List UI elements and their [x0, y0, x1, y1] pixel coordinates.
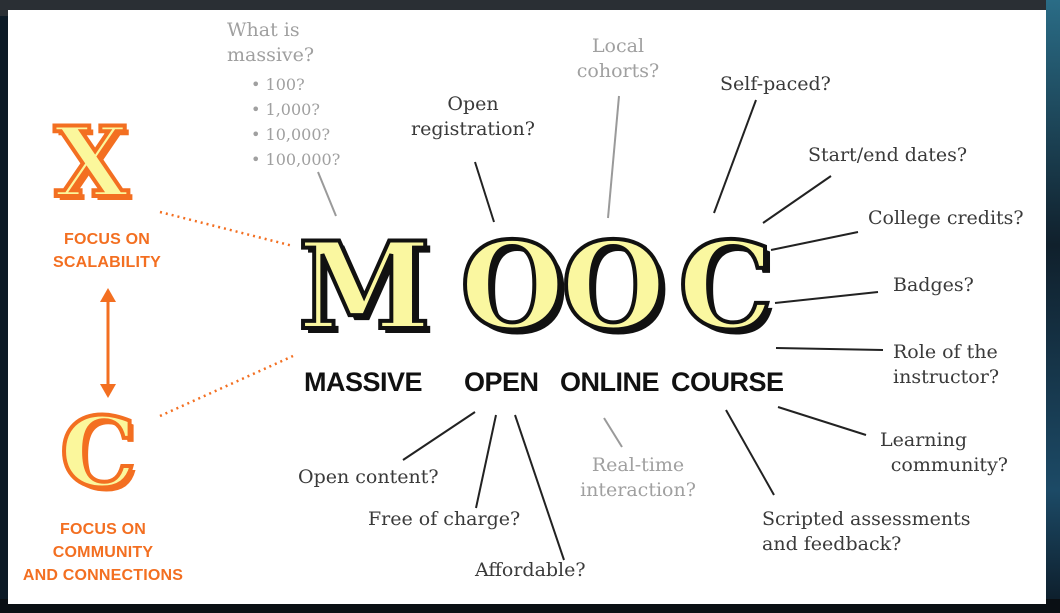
- c-caption: FOCUS ON COMMUNITY AND CONNECTIONS: [18, 518, 188, 587]
- bullet-text: 100,000?: [265, 150, 341, 169]
- open-registration-line-1: Open: [447, 93, 499, 115]
- c-caption-line-3: AND CONNECTIONS: [22, 567, 184, 584]
- massive-question-line-2: massive?: [227, 44, 315, 66]
- open-content-line: [402, 411, 476, 461]
- label-affordable: Affordable?: [475, 559, 586, 581]
- college-credits-line: [770, 231, 859, 251]
- massive-question-line-1: What is: [227, 19, 300, 41]
- bullet-text: 1,000?: [265, 100, 320, 119]
- mooc-letter-m: M: [296, 216, 433, 357]
- label-free-of-charge: Free of charge?: [368, 508, 521, 530]
- bullet-text: 10,000?: [265, 125, 331, 144]
- badges-line: [774, 291, 879, 304]
- scripted-line-2: and feedback?: [762, 533, 902, 555]
- bullet-glyph: •: [251, 75, 261, 94]
- connector-lines: [100, 95, 884, 561]
- start-end-line: [762, 175, 832, 224]
- massive-bullet-list: • 100? • 1,000? • 10,000? • 100,000?: [251, 72, 340, 172]
- label-badges: Badges?: [893, 274, 974, 296]
- label-learning-community: Learning community?: [828, 428, 1008, 478]
- background-right-edge: [1046, 0, 1060, 613]
- real-time-line-2: interaction?: [580, 479, 696, 501]
- x-letter: X: [52, 106, 131, 220]
- label-scripted-assessments: Scripted assessments and feedback?: [762, 507, 971, 557]
- bullet-glyph: •: [251, 150, 261, 169]
- x-caption: FOCUS ON SCALABILITY: [42, 228, 172, 274]
- real-time-line: [603, 417, 623, 448]
- open-registration-line-2: registration?: [411, 118, 535, 140]
- c-letter: C: [58, 396, 138, 510]
- self-paced-line: [713, 99, 757, 214]
- scripted-line-1: Scripted assessments: [762, 508, 971, 530]
- massive-bullet-item: • 100?: [251, 72, 340, 97]
- massive-bullet-item: • 1,000?: [251, 97, 340, 122]
- word-massive: MASSIVE: [304, 367, 423, 397]
- mooc-diagram-slide: X FOCUS ON SCALABILITY C FOCUS ON COMMUN…: [8, 10, 1046, 604]
- real-time-line-1: Real-time: [591, 454, 685, 476]
- bullet-glyph: •: [251, 100, 261, 119]
- label-start-end-dates: Start/end dates?: [808, 144, 968, 166]
- word-online: ONLINE: [560, 367, 660, 397]
- bullet-glyph: •: [251, 125, 261, 144]
- local-cohorts-line: [607, 95, 620, 219]
- learning-community-line-1: Learning: [880, 429, 967, 451]
- word-open: OPEN: [464, 367, 539, 397]
- arrow-head-down: [100, 384, 116, 398]
- local-cohorts-line-2: cohorts?: [576, 60, 660, 82]
- local-cohorts-line-1: Local: [591, 35, 645, 57]
- mooc-letter-o1: O: [458, 216, 567, 357]
- label-college-credits: College credits?: [868, 207, 1024, 229]
- scripted-assessments-line: [725, 409, 775, 496]
- c-to-massive-link: [159, 354, 294, 418]
- label-open-registration: Open registration?: [398, 92, 548, 142]
- label-open-content: Open content?: [298, 466, 439, 488]
- c-caption-line-2: COMMUNITY: [52, 544, 154, 561]
- role-line-1: Role of the: [893, 341, 998, 363]
- free-of-charge-line: [475, 414, 497, 509]
- massive-bullet-item: • 100,000?: [251, 147, 340, 172]
- massive-question: What is massive?: [227, 18, 314, 68]
- c-caption-line-1: FOCUS ON: [59, 521, 147, 538]
- label-role-of-instructor: Role of the instructor?: [893, 340, 999, 390]
- massive-bullet-item: • 10,000?: [251, 122, 340, 147]
- arrow-head-up: [100, 288, 116, 302]
- open-registration-line: [474, 161, 495, 223]
- word-course: COURSE: [671, 367, 784, 397]
- bullet-text: 100?: [265, 75, 305, 94]
- label-local-cohorts: Local cohorts?: [563, 34, 673, 84]
- role-line-2: instructor?: [893, 366, 1000, 388]
- affordable-line: [514, 414, 565, 561]
- x-caption-line-1: FOCUS ON: [63, 231, 151, 248]
- label-self-paced: Self-paced?: [720, 73, 831, 95]
- learning-community-line-2: community?: [890, 454, 1008, 476]
- label-real-time-interaction: Real-time interaction?: [568, 453, 708, 503]
- x-caption-line-2: SCALABILITY: [53, 254, 161, 271]
- learning-community-line: [777, 406, 867, 436]
- mooc-letter-c: C: [676, 216, 775, 357]
- mooc-letter-o2: O: [559, 216, 668, 357]
- role-line: [775, 347, 884, 351]
- massive-question-line: [317, 171, 337, 217]
- x-to-massive-link: [159, 210, 294, 248]
